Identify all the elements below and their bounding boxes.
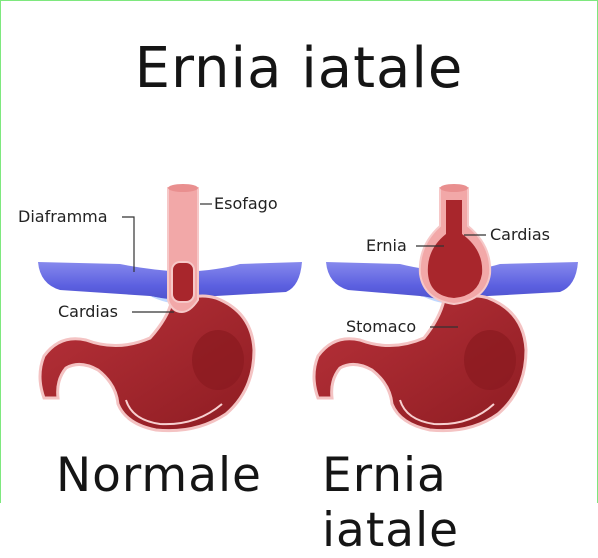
label-stomach: Stomaco — [346, 317, 416, 336]
hernia-diagram — [314, 184, 578, 431]
caption-hernia: Ernia iatale — [322, 448, 598, 558]
label-esophagus-normal: Esofago — [214, 194, 278, 213]
label-cardia-hernia: Cardias — [490, 225, 550, 244]
caption-normal: Normale — [56, 448, 262, 503]
hernia-pouch — [428, 200, 482, 298]
label-cardia-normal: Cardias — [58, 302, 118, 321]
diagram-canvas — [0, 0, 598, 504]
label-hernia: Ernia — [366, 236, 407, 255]
label-diaphragm-normal: Diaframma — [18, 207, 108, 226]
